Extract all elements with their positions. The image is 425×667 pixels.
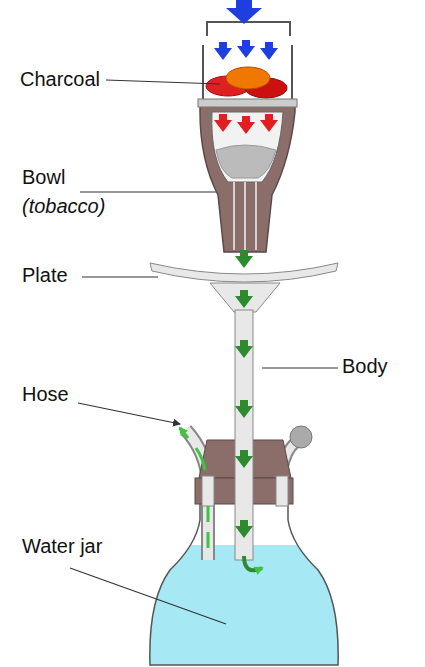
tobacco [216, 145, 276, 178]
leader-line [80, 191, 216, 192]
bowl [212, 112, 283, 182]
smoke-up-arrows [180, 428, 208, 548]
bubble-arrow [244, 556, 262, 570]
heat-arrows [214, 114, 278, 134]
leader-line [106, 80, 220, 84]
leader-line [262, 367, 338, 368]
bowl-channels [234, 182, 256, 250]
air-arrows [214, 40, 278, 60]
leader-line [82, 276, 158, 277]
purge-valve [290, 426, 312, 448]
part-label: Water jar [22, 535, 102, 557]
bowl-rim [198, 99, 297, 107]
bowl-housing [200, 102, 295, 252]
charcoal [226, 67, 270, 89]
part-label: Body [342, 355, 388, 377]
hose-port [202, 476, 214, 506]
part-label: Bowl [22, 166, 65, 188]
leader-arrow [78, 403, 180, 424]
valve-port [276, 476, 288, 506]
leader-line [70, 568, 226, 624]
part-label: Plate [22, 264, 68, 286]
wind-cover [203, 22, 292, 104]
part-note: (tobacco) [22, 195, 105, 217]
water [140, 545, 350, 667]
part-label: Hose [22, 383, 69, 405]
part-label: Charcoal [20, 68, 100, 90]
air-arrow [226, 0, 262, 24]
smoke-arrows [235, 250, 253, 538]
